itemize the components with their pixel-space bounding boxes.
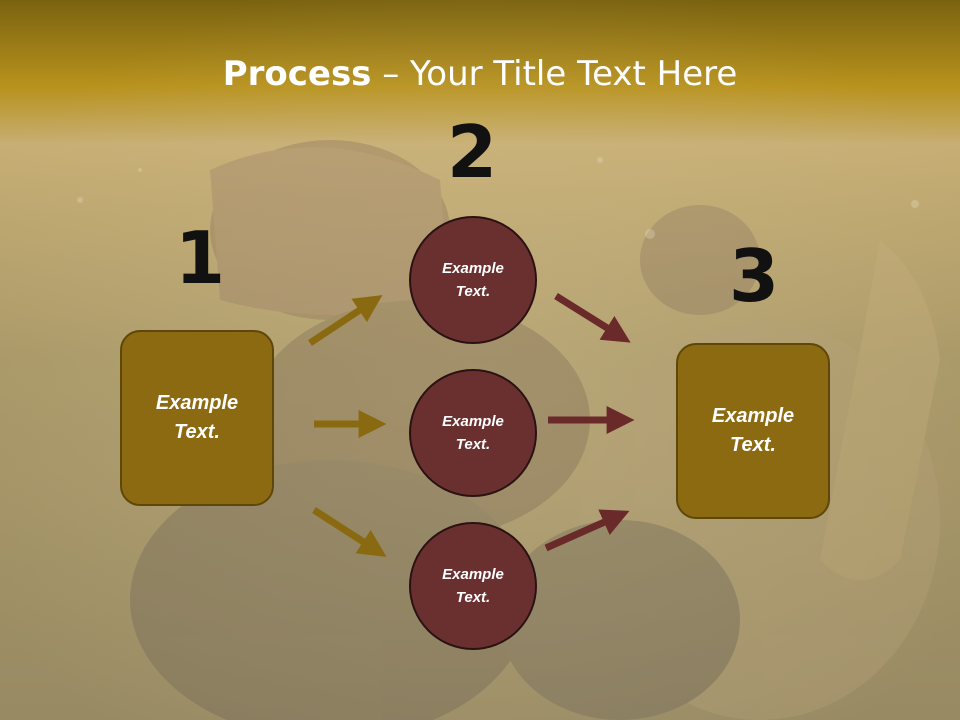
step-2-circle-middle: Example Text. bbox=[409, 369, 537, 497]
step-3-box-text: Example Text. bbox=[711, 405, 795, 456]
arrow-from-circle-1 bbox=[554, 293, 631, 343]
title-bold: Process bbox=[222, 54, 372, 94]
step-2-circle-bottom: Example Text. bbox=[409, 522, 537, 650]
step-number-3: 3 bbox=[728, 234, 780, 318]
step-number-2: 2 bbox=[446, 110, 498, 194]
step-1-box-text: Example Text. bbox=[155, 392, 239, 443]
arrow-from-circle-3 bbox=[544, 509, 630, 552]
circle-bottom-text: Example Text. bbox=[442, 566, 504, 606]
step-3-box: Example Text. bbox=[676, 343, 830, 519]
circle-top-text: Example Text. bbox=[442, 260, 504, 300]
arrow-to-circle-1 bbox=[308, 295, 383, 346]
step-2-circle-top: Example Text. bbox=[409, 216, 537, 344]
circle-middle-text: Example Text. bbox=[442, 413, 504, 453]
step-number-1: 1 bbox=[174, 216, 226, 300]
arrow-to-circle-3 bbox=[312, 507, 387, 557]
step-1-box: Example Text. bbox=[120, 330, 274, 506]
slide-title: Process – Your Title Text Here bbox=[0, 52, 960, 96]
title-rest: – Your Title Text Here bbox=[371, 54, 738, 94]
